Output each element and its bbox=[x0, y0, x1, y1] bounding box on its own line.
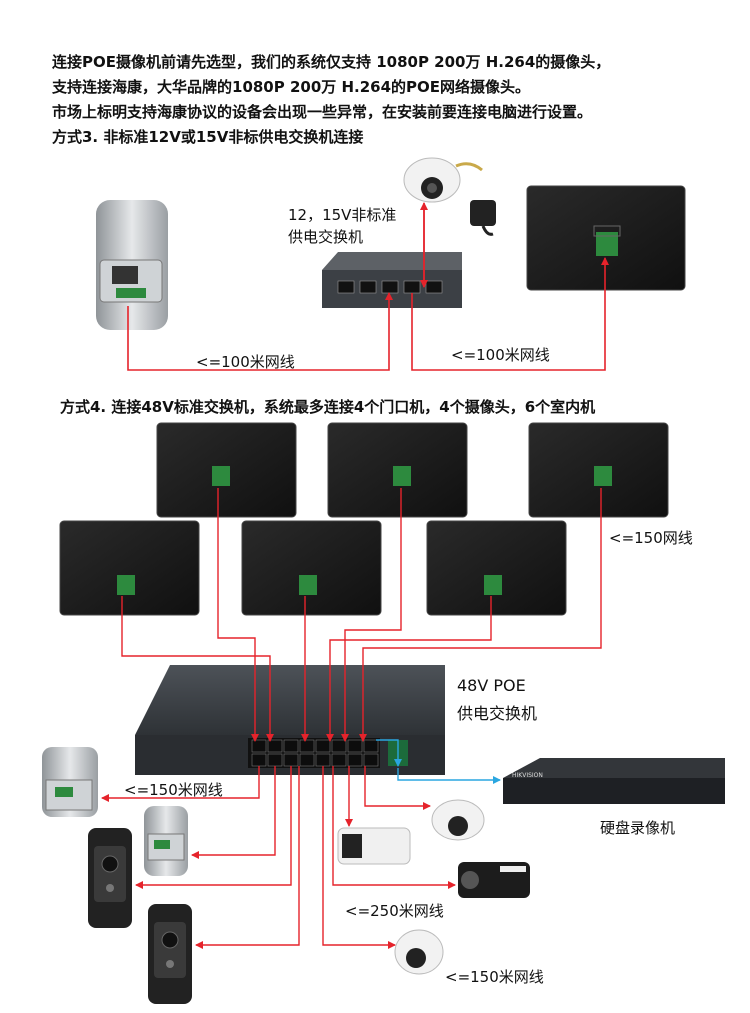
switch-m3-label-1: 12，15V非标准 bbox=[288, 206, 397, 224]
indoor-monitor-1 bbox=[156, 422, 297, 518]
cables-nvr bbox=[376, 739, 501, 784]
method3-title: 方式3. 非标准12V或15V非标供电交换机连接 bbox=[52, 128, 364, 146]
cable-m3-right-label: <=100米网线 bbox=[451, 346, 550, 364]
indoor-monitor-m3 bbox=[526, 185, 686, 291]
nvr-label: 硬盘录像机 bbox=[600, 819, 676, 837]
door-station-silver-m3 bbox=[96, 200, 168, 330]
turret-camera bbox=[394, 929, 444, 975]
door-station-dark-a bbox=[88, 828, 132, 928]
switch-5port bbox=[322, 252, 462, 308]
cable-dome-label: <=150米网线 bbox=[445, 968, 544, 986]
cable-monitors-label: <=150网线 bbox=[609, 529, 693, 547]
dome-camera-m4-a bbox=[431, 799, 485, 841]
intro-line-1: 连接POE摄像机前请先选型，我们的系统仅支持 1080P 200万 H.264的… bbox=[52, 53, 611, 71]
cable-cameras-label: <=250米网线 bbox=[345, 902, 444, 920]
door-station-dark-b bbox=[148, 904, 192, 1004]
intro-text: 连接POE摄像机前请先选型，我们的系统仅支持 1080P 200万 H.264的… bbox=[52, 50, 610, 150]
poe-switch-label-2: 供电交换机 bbox=[457, 704, 538, 723]
door-station-silver-b bbox=[144, 806, 188, 876]
door-station-silver-a bbox=[42, 747, 98, 817]
intro-line-2: 支持连接海康，大华品牌的1080P 200万 H.264的POE网络摄像头。 bbox=[52, 78, 531, 96]
poe-switch-48v bbox=[135, 665, 445, 775]
cable-doors-label: <=150米网线 bbox=[124, 781, 223, 799]
method4-title: 方式4. 连接48V标准交换机，系统最多连接4个门口机，4个摄像头，6个室内机 bbox=[60, 398, 596, 416]
indoor-monitor-5 bbox=[241, 520, 382, 616]
indoor-monitor-3 bbox=[528, 422, 669, 518]
nvr-brand-text: HIKVISION bbox=[512, 772, 543, 779]
cables-devices bbox=[101, 766, 456, 949]
indoor-monitor-4 bbox=[59, 520, 200, 616]
cables-monitors bbox=[121, 488, 602, 742]
cables-m3 bbox=[127, 202, 609, 371]
indoor-monitor-6 bbox=[426, 520, 567, 616]
indoor-monitor-2 bbox=[327, 422, 468, 518]
intro-line-3: 市场上标明支持海康协议的设备会出现一些异常，在安装前要连接电脑进行设置。 bbox=[52, 103, 593, 121]
cable-m3-left-label: <=100米网线 bbox=[196, 353, 295, 371]
switch-m3-label-2: 供电交换机 bbox=[288, 228, 364, 246]
dome-camera-m3 bbox=[403, 157, 483, 203]
bullet-camera-white bbox=[337, 827, 411, 865]
bullet-camera-black bbox=[458, 862, 530, 898]
poe-switch-label-1: 48V POE bbox=[457, 676, 526, 695]
power-adapter-icon bbox=[470, 200, 496, 236]
nvr-recorder bbox=[503, 758, 725, 804]
